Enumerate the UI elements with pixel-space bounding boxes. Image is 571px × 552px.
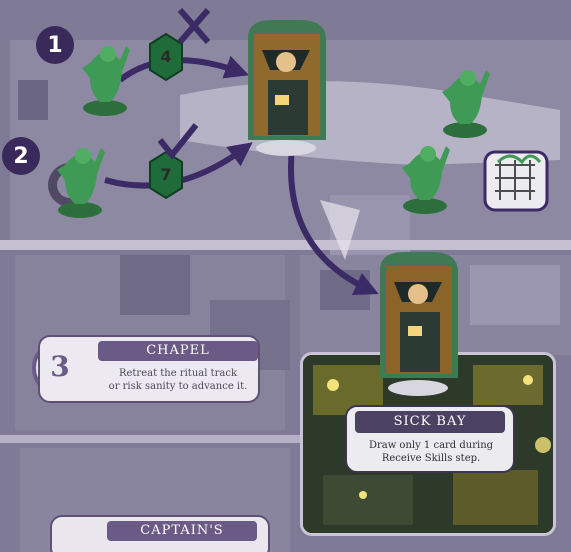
cultist-figure-icon bbox=[442, 70, 490, 138]
chapel-desc-1: Retreat the ritual track bbox=[118, 368, 238, 379]
step-2-marker: 2 bbox=[2, 137, 40, 175]
sick-bay-title: SICK BAY bbox=[393, 414, 467, 429]
sick-bay-title-band bbox=[355, 411, 505, 433]
sick-bay-room-card: SICK BAY Draw only 1 card during Receive… bbox=[345, 405, 515, 473]
cultist-figure-icon bbox=[82, 46, 130, 116]
investigator-standee-icon bbox=[380, 252, 458, 396]
investigator-standee-icon bbox=[248, 20, 326, 156]
sick-bay-desc-2: Receive Skills step. bbox=[381, 453, 481, 464]
captains-title-band bbox=[107, 521, 257, 541]
step-2-label: 2 bbox=[13, 143, 29, 169]
hex-die-icon bbox=[149, 32, 183, 82]
step-3-number: 3 bbox=[50, 350, 70, 383]
chapel-room-card: CHAPEL Retreat the ritual track or risk … bbox=[38, 335, 260, 403]
step-1-marker: 1 bbox=[36, 26, 74, 64]
fail-x-icon bbox=[177, 8, 211, 44]
cultist-figure-icon bbox=[57, 148, 105, 218]
chapel-desc-2: or risk sanity to advance it. bbox=[108, 381, 248, 392]
captains-room-card: CAPTAIN'S bbox=[50, 515, 270, 552]
success-check-icon bbox=[157, 123, 199, 160]
arrow-to-sick-bay bbox=[288, 147, 379, 295]
chapel-title-band bbox=[98, 341, 258, 361]
sick-bay-desc-1: Draw only 1 card during bbox=[368, 440, 494, 451]
step-1-label: 1 bbox=[47, 32, 63, 58]
captains-title: CAPTAIN'S bbox=[140, 523, 224, 538]
chapel-title: CHAPEL bbox=[146, 343, 210, 358]
barricade-token-icon bbox=[483, 150, 549, 212]
first-roll-value: 4 bbox=[160, 47, 172, 66]
second-roll-value: 7 bbox=[160, 165, 172, 184]
cultist-figure-icon bbox=[402, 146, 450, 214]
